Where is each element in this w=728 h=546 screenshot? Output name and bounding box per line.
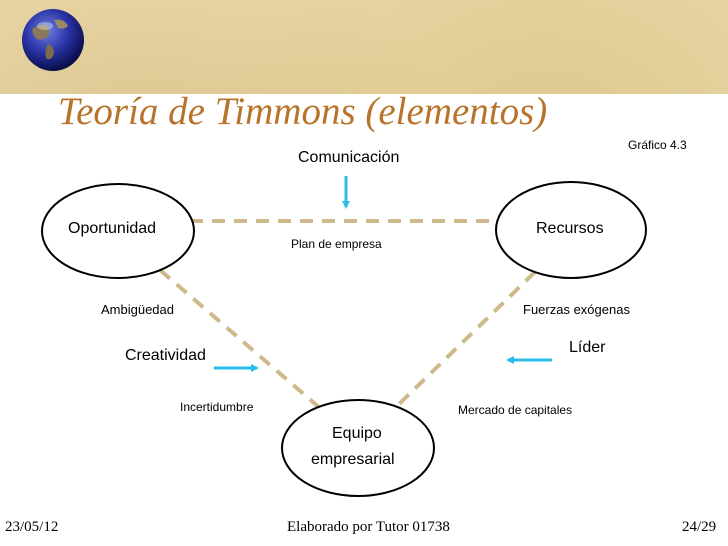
label-ambiguity: Ambigüedad xyxy=(101,302,174,317)
label-exogenous-forces: Fuerzas exógenas xyxy=(523,302,630,317)
footer-date: 23/05/12 xyxy=(5,519,59,535)
label-business-plan: Plan de empresa xyxy=(291,237,382,251)
label-uncertainty: Incertidumbre xyxy=(180,400,254,414)
node-resources-label: Recursos xyxy=(536,220,604,237)
node-resources xyxy=(495,181,647,279)
node-opportunity-label: Oportunidad xyxy=(68,220,157,237)
node-team-label-line1: Equipo xyxy=(332,425,382,442)
label-leader: Líder xyxy=(569,339,606,356)
slide-title: Teoría de Timmons (elementos) xyxy=(58,90,548,133)
label-creativity: Creatividad xyxy=(125,347,206,364)
node-team xyxy=(281,399,435,497)
label-communication: Comunicación xyxy=(298,149,400,166)
globe-icon xyxy=(22,9,84,71)
footer-author: Elaborado por Tutor 01738 xyxy=(287,519,450,535)
connector-resources-team xyxy=(396,270,537,407)
connector-opportunity-team xyxy=(158,268,330,417)
footer-page-number: 24/29 xyxy=(682,519,717,535)
node-opportunity xyxy=(41,183,195,279)
graphic-reference: Gráfico 4.3 xyxy=(628,138,687,152)
node-team-label-line2: empresarial xyxy=(311,451,395,468)
label-capital-market: Mercado de capitales xyxy=(458,403,573,417)
